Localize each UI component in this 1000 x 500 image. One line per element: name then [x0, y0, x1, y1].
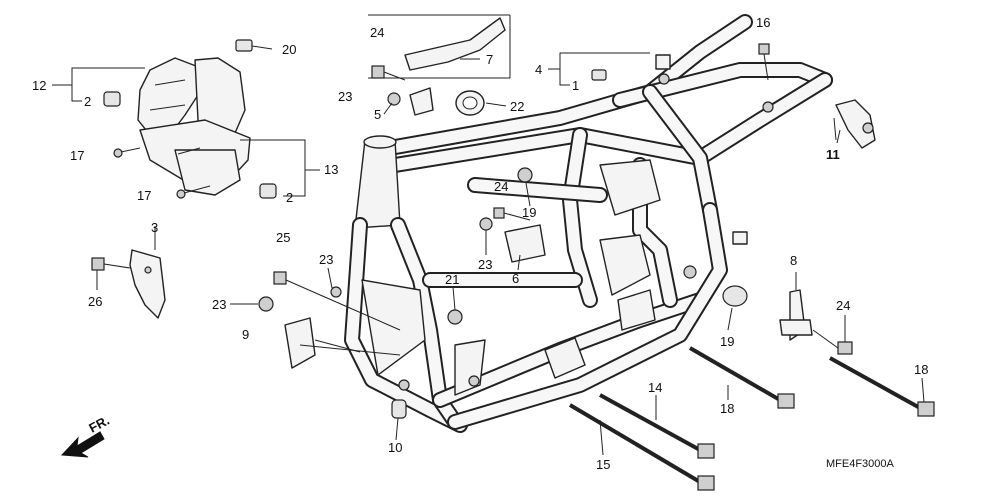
- nut-part-19-center: [517, 167, 533, 183]
- bracket-part-8: [779, 289, 813, 341]
- screw-part-17-lower: [176, 185, 211, 199]
- callout-23-center: 23: [478, 257, 492, 272]
- rubber-cap-part-1: [591, 69, 607, 81]
- long-bolt-part-18-center: [688, 346, 795, 409]
- callout-11: 11: [826, 147, 840, 162]
- callout-17-lower: 17: [137, 188, 151, 203]
- bracket-part-3: [129, 249, 166, 319]
- clamp-part-22: [455, 90, 485, 116]
- bolt-part-24-center: [493, 207, 531, 221]
- long-bolt-part-15: [568, 403, 715, 491]
- bracket-part-6: [504, 224, 546, 263]
- callout-1: 1: [572, 78, 579, 93]
- callout-3: 3: [151, 220, 158, 235]
- callout-7: 7: [486, 52, 493, 67]
- diagram-code: MFE4F3000A: [826, 458, 895, 470]
- bolt-part-23-top: [371, 65, 406, 81]
- callout-9: 9: [242, 327, 249, 342]
- callout-20: 20: [282, 42, 296, 57]
- callout-19-right: 19: [720, 334, 734, 349]
- callout-18-center: 18: [720, 401, 734, 416]
- collar-part-5: [387, 92, 401, 106]
- callout-2-lower: 2: [286, 190, 293, 205]
- side-cover-lower: [139, 119, 251, 196]
- callout-23-lower: 23: [212, 297, 226, 312]
- nut-part-21: [447, 309, 463, 325]
- callout-8: 8: [790, 253, 797, 268]
- bracket-small-top: [409, 87, 434, 116]
- nut-part-23-center: [479, 217, 493, 231]
- callout-24-top: 24: [370, 25, 384, 40]
- callout-16: 16: [756, 15, 770, 30]
- nut-part-23-left: [330, 286, 342, 298]
- callout-21: 21: [445, 272, 459, 287]
- callout-17-upper: 17: [70, 148, 84, 163]
- bolt-part-26: [91, 257, 131, 271]
- callout-4: 4: [535, 62, 542, 77]
- helmet-lock-part-11: [833, 99, 876, 149]
- front-direction-arrow-icon: FR.: [60, 413, 112, 458]
- long-bolt-part-14: [599, 393, 715, 459]
- callout-26: 26: [88, 294, 102, 309]
- callout-13: 13: [324, 162, 338, 177]
- bolt-part-24-right: [812, 329, 853, 355]
- callout-leaders: [52, 45, 925, 456]
- rubber-plug-part-19: [722, 285, 748, 307]
- bracket-part-7: [404, 17, 506, 71]
- grommet-part-2-lower: [259, 183, 277, 199]
- callout-labels: 20 12 2 17 17 13 2 3 25 26 23 23 9 24 7 …: [32, 15, 928, 472]
- rubber-cap-part-20: [235, 39, 253, 52]
- main-frame: [344, 14, 833, 433]
- callout-25: 25: [276, 230, 290, 245]
- callout-14: 14: [648, 380, 662, 395]
- screw-part-17-upper: [113, 147, 141, 158]
- callout-23-left: 23: [319, 252, 333, 267]
- callout-24-right: 24: [836, 298, 850, 313]
- long-bolt-upper-left: [273, 271, 401, 331]
- collar-part-10: [391, 399, 407, 419]
- callout-24-center: 24: [494, 179, 508, 194]
- bracket-part-9: [284, 317, 401, 369]
- callout-22: 22: [510, 99, 524, 114]
- front-label: FR.: [86, 413, 112, 436]
- long-bolt-part-18-right: [829, 356, 935, 417]
- callout-12: 12: [32, 78, 46, 93]
- callout-18-right: 18: [914, 362, 928, 377]
- callout-6: 6: [512, 271, 519, 286]
- nut-part-23-lower: [258, 296, 274, 312]
- callout-15: 15: [596, 457, 610, 472]
- callout-19-center: 19: [522, 205, 536, 220]
- callout-2-upper: 2: [84, 94, 91, 109]
- callout-10: 10: [388, 440, 402, 455]
- callout-23-top: 23: [338, 89, 352, 104]
- callout-5: 5: [374, 107, 381, 122]
- bolt-part-16: [758, 43, 770, 81]
- grommet-part-2-upper: [103, 91, 121, 107]
